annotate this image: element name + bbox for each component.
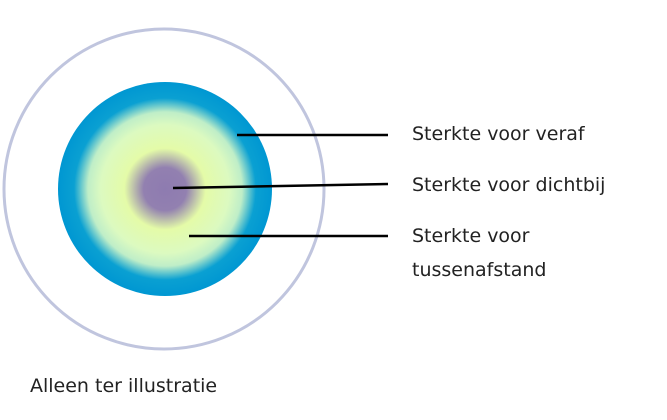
label-near: Sterkte voor dichtbij	[412, 174, 606, 196]
label-intermediate-line1: Sterkte voor	[412, 225, 530, 247]
label-intermediate-line2: tussenafstand	[412, 259, 547, 281]
eye-outline-circle	[2, 27, 326, 351]
label-far: Sterkte voor veraf	[412, 123, 585, 145]
lens-circle	[58, 82, 272, 296]
caption: Alleen ter illustratie	[30, 375, 218, 397]
leader-line-near	[172, 182, 389, 190]
